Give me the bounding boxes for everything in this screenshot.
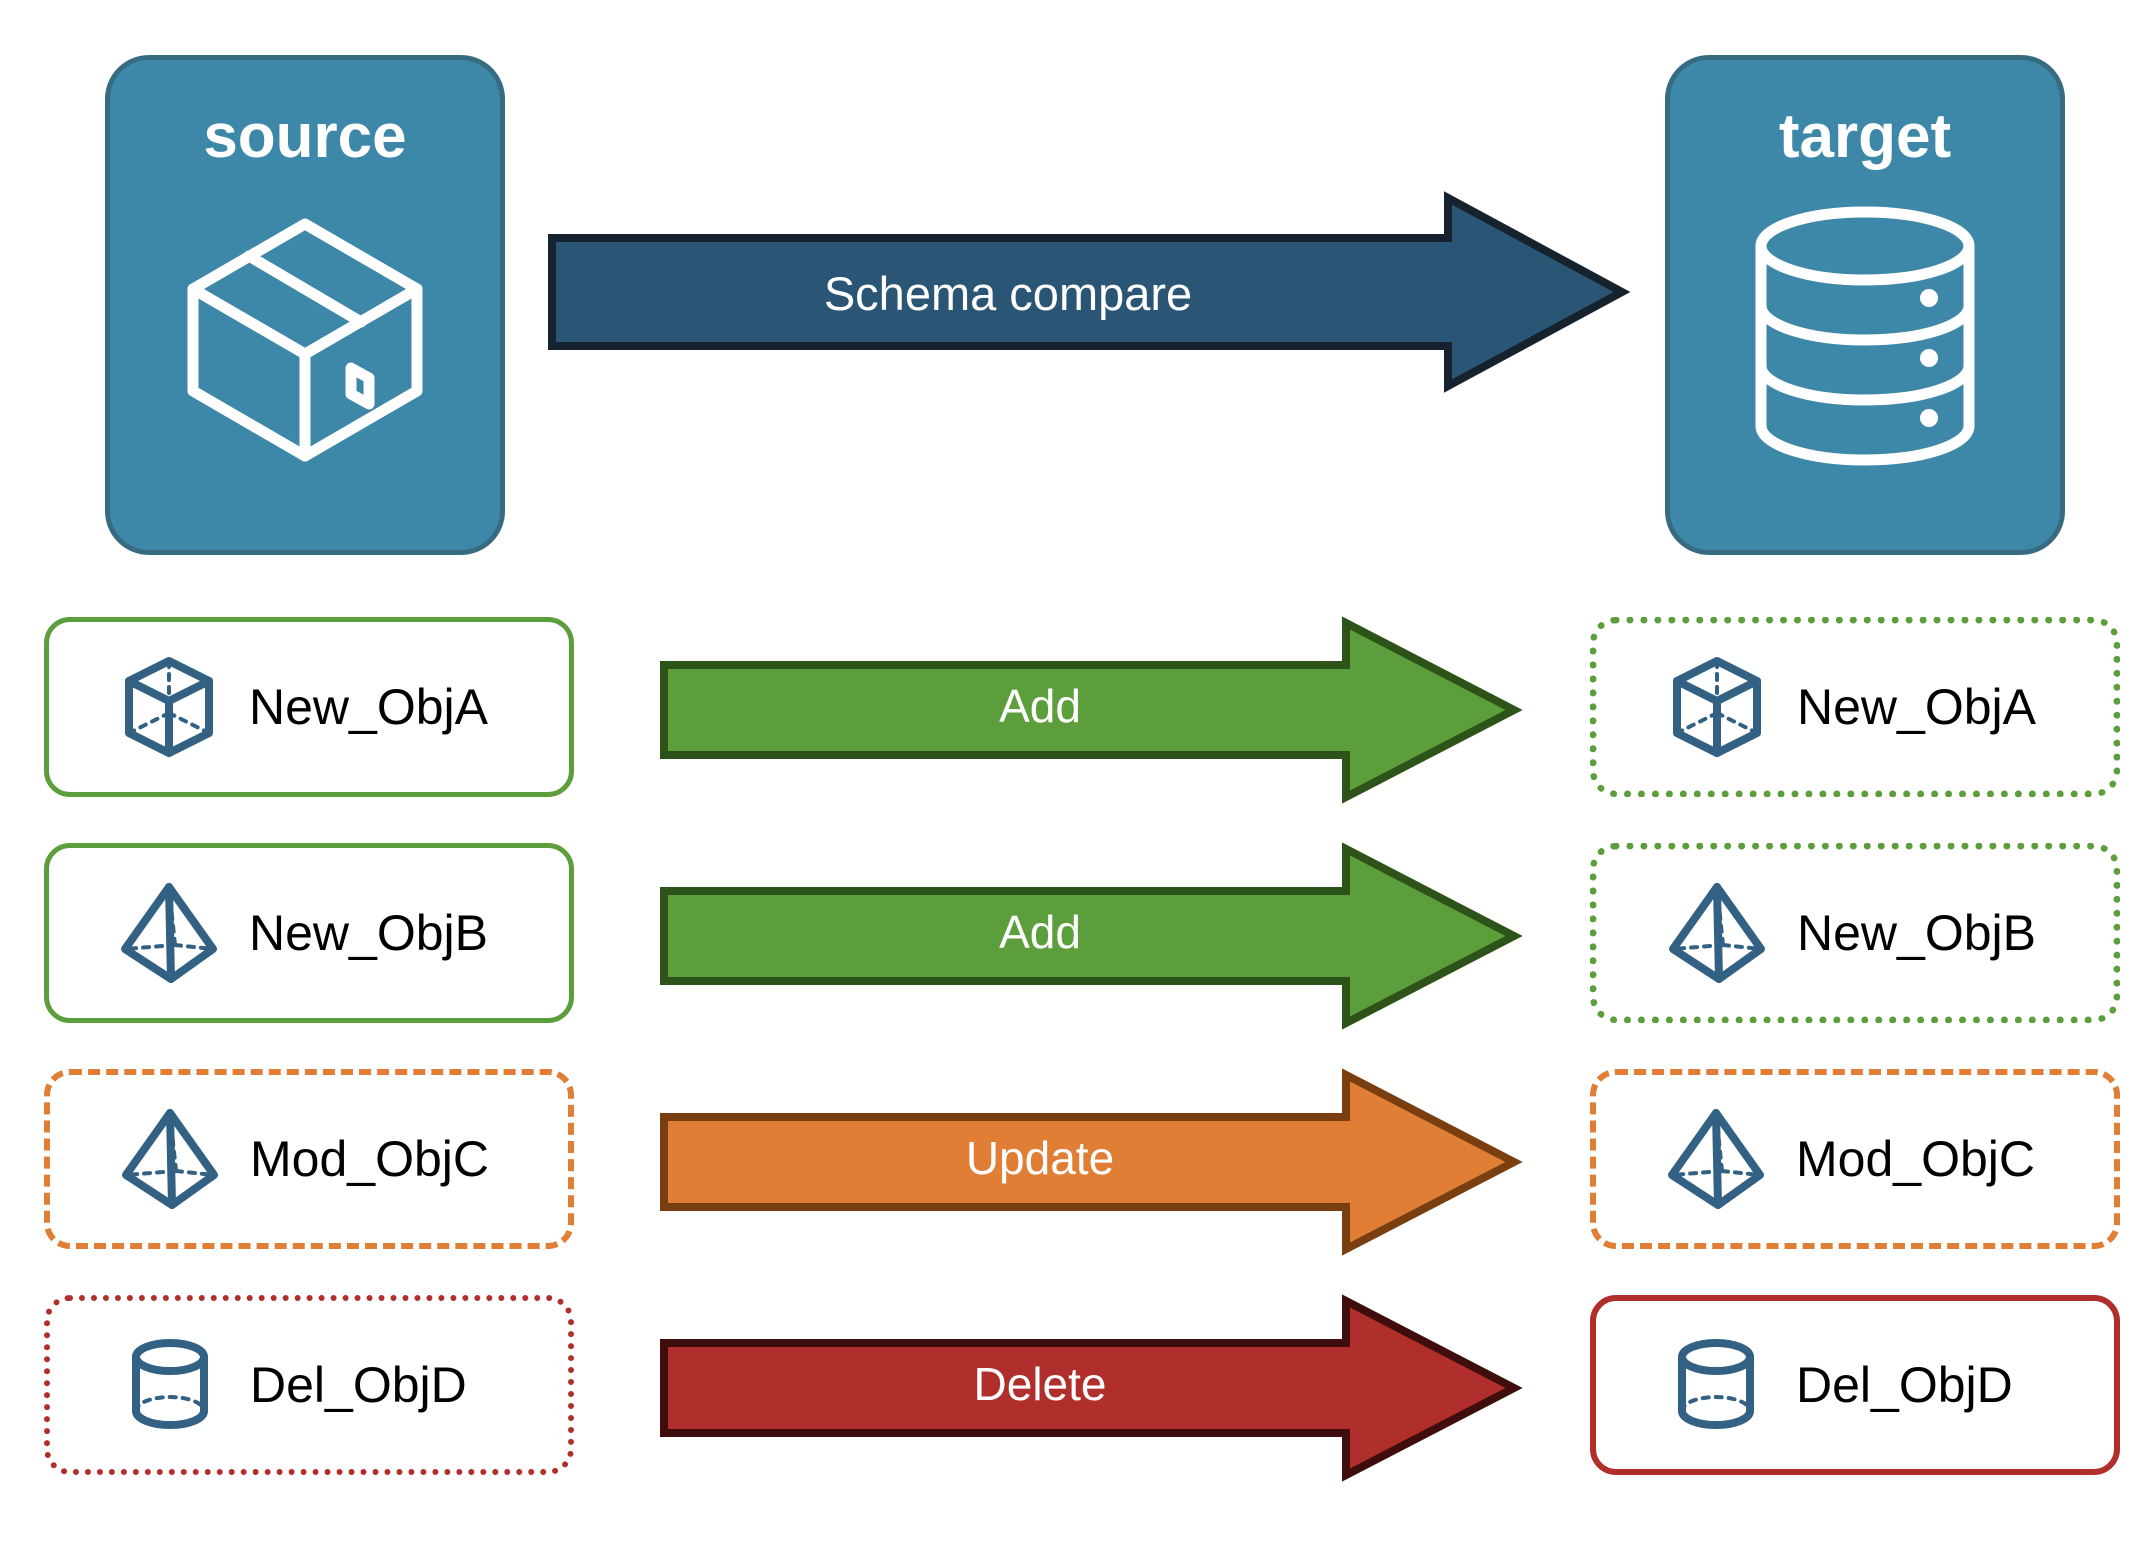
schema-compare-arrow (548, 191, 1631, 393)
wireframe-cube-icon (1663, 653, 1771, 761)
update-arrow (660, 1068, 1523, 1256)
target-object-label: New_ObjA (1797, 679, 2036, 735)
add-arrow (660, 616, 1523, 804)
comparison-row: Mod_ObjC Update Mod_ (0, 1068, 2150, 1256)
target-object-card[interactable]: New_ObjA (1590, 617, 2120, 797)
delete-arrow (660, 1294, 1523, 1482)
wireframe-cube-icon (115, 653, 223, 761)
source-endpoint-card: source (105, 55, 505, 555)
database-cylinder-icon (1715, 186, 2015, 486)
source-object-card[interactable]: Mod_ObjC (44, 1069, 574, 1249)
wireframe-pyramid-icon (115, 879, 223, 987)
target-endpoint-card: target (1665, 55, 2065, 555)
source-title: source (203, 102, 407, 171)
target-object-label: New_ObjB (1797, 905, 2036, 961)
comparison-row: Del_ObjD Delete Del_ (0, 1294, 2150, 1482)
package-box-icon (155, 186, 455, 486)
comparison-row: New_ObjB Add New_Obj (0, 842, 2150, 1030)
wireframe-pyramid-icon (116, 1105, 224, 1213)
source-object-card[interactable]: New_ObjA (44, 617, 574, 797)
target-object-card[interactable]: Mod_ObjC (1590, 1069, 2120, 1249)
comparison-row: New_ObjA Add (0, 616, 2150, 804)
source-object-card[interactable]: New_ObjB (44, 843, 574, 1023)
target-title: target (1778, 102, 1952, 171)
wireframe-pyramid-icon (1662, 1105, 1770, 1213)
wireframe-cylinder-icon (1662, 1331, 1770, 1439)
source-object-card[interactable]: Del_ObjD (44, 1295, 574, 1475)
source-object-label: New_ObjA (249, 679, 488, 735)
target-object-label: Mod_ObjC (1796, 1131, 2035, 1187)
source-object-label: New_ObjB (249, 905, 488, 961)
target-object-card[interactable]: Del_ObjD (1590, 1295, 2120, 1475)
target-object-label: Del_ObjD (1796, 1357, 2013, 1413)
wireframe-pyramid-icon (1663, 879, 1771, 987)
add-arrow (660, 842, 1523, 1030)
wireframe-cylinder-icon (116, 1331, 224, 1439)
source-object-label: Del_ObjD (250, 1357, 467, 1413)
target-object-card[interactable]: New_ObjB (1590, 843, 2120, 1023)
source-object-label: Mod_ObjC (250, 1131, 489, 1187)
